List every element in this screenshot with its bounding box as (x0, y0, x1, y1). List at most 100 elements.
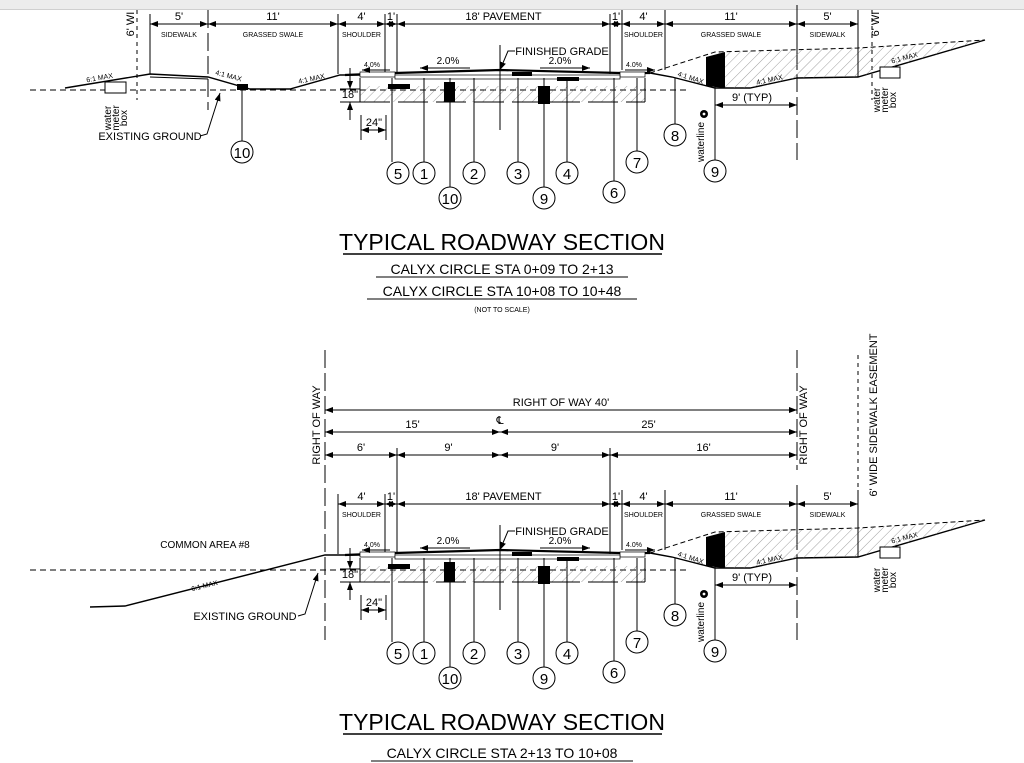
slope-label: 4:1 MAX (215, 70, 243, 84)
drain-block (388, 564, 410, 569)
water-meter-box-icon (104, 81, 127, 94)
callout-number: 8 (671, 128, 679, 145)
section-2: RIGHT OF WAY RIGHT OF WAY 6' WIDE SIDEWALK… (30, 333, 986, 762)
easement-label: 6' WIDE SIDEWALK EASEMENT (868, 333, 880, 496)
pavement-dimension: 18' PAVEMENT (465, 11, 542, 23)
typ-dimension: 9' (TYP) (732, 92, 772, 104)
swale-left-dimension: 11' (266, 11, 280, 23)
viewer-top-bar (0, 0, 1024, 10)
left-ground-profile (64, 73, 360, 90)
callout-circle (602, 180, 626, 204)
finished-grade-leader (499, 50, 515, 71)
meter-box-label: box (888, 572, 899, 588)
gap-right-dimension: 1' (612, 491, 620, 503)
width-dimension: 24" (366, 597, 382, 609)
row-label-right: RIGHT OF WAY (798, 385, 810, 465)
existing-ground-leader (199, 92, 221, 137)
callout-circle (703, 639, 727, 663)
shoulder-slope-left: 4.0% (364, 542, 380, 549)
typ-dimension: 9' (TYP) (732, 572, 772, 584)
shoulder-left-dimension: 4' (357, 11, 365, 23)
sidewalk-left-dimension: 5' (175, 11, 183, 23)
shoulder-left-dimension: 4' (357, 491, 365, 503)
pavement-dimension: 18' PAVEMENT (465, 491, 542, 503)
callout-circle (703, 159, 727, 183)
right-of-way-dimension: RIGHT OF WAY 40' (513, 397, 609, 409)
shoulder-slope-right: 4.0% (626, 542, 642, 549)
waterline-label: waterline (696, 602, 707, 643)
existing-ground-leader (297, 572, 319, 617)
callout-circle (663, 603, 687, 627)
waterline-label: waterline (696, 122, 707, 163)
shoulder-slope-right: 4.0% (626, 62, 642, 69)
swale-block (706, 52, 725, 88)
callout-number: 1 (420, 166, 428, 183)
depth-dimension: 18" (342, 89, 358, 101)
shoulder-left-label: SHOULDER (342, 32, 381, 39)
row-label-left: RIGHT OF WAY (311, 385, 323, 465)
callout-circle (532, 186, 556, 210)
callout-circle (506, 641, 530, 665)
layer-block (512, 72, 532, 76)
half-pavement-right-dimension: 9' (551, 442, 559, 454)
slope-label: 6:1 MAX (191, 580, 219, 593)
subgrade-hatch (360, 86, 645, 102)
callout-circle (386, 641, 410, 665)
existing-ground-label: EXISTING GROUND (98, 131, 201, 143)
callout-circle (625, 630, 649, 654)
callout-number: 4 (563, 166, 571, 183)
callout-number: 5 (394, 646, 402, 663)
half-pavement-left-dimension: 9' (444, 442, 452, 454)
callout-number: 5 (394, 166, 402, 183)
shoulder-right-dimension: 4' (639, 11, 647, 23)
waterline-icon-center (702, 592, 706, 596)
slope-label: 4:1 MAX (298, 73, 326, 85)
sidewalk-right-dimension: 5' (823, 11, 831, 23)
callout-number: 7 (633, 635, 641, 652)
slope-label: 6:1 MAX (86, 73, 114, 85)
depth-dimension: 18" (342, 569, 358, 581)
slope-label: 4:1 MAX (677, 71, 705, 86)
section-title: TYPICAL ROADWAY SECTION (339, 709, 665, 735)
offset-left-dimension: 6' (357, 442, 365, 454)
callout-number: 6 (610, 665, 618, 682)
shoulder-left-label: SHOULDER (342, 512, 381, 519)
shoulder-right-label: SHOULDER (624, 512, 663, 519)
callout-number: 2 (470, 166, 478, 183)
swale-block (237, 84, 248, 90)
callout-number: 2 (470, 646, 478, 663)
callout-circle (532, 666, 556, 690)
common-area-label: COMMON AREA #8 (160, 540, 250, 551)
sidewalk-left-label: SIDEWALK (161, 32, 197, 39)
sidewalk-right-label: SIDEWALK (810, 32, 846, 39)
shoulder-right-dimension: 4' (639, 491, 647, 503)
centerline-symbol: ℄ (495, 415, 503, 427)
meter-box-label: water (103, 105, 114, 131)
meter-box-label: meter (880, 87, 891, 113)
layer-block (557, 77, 579, 81)
swale-right-dimension: 11' (724, 491, 738, 503)
shoulder-stone-right (619, 71, 646, 78)
left-ground-profile (89, 554, 360, 608)
row-left-dimension: 15' (405, 419, 419, 431)
callout-circle (412, 161, 436, 185)
callout-circle (555, 161, 579, 185)
section-subtitle: CALYX CIRCLE STA 2+13 TO 10+08 (387, 745, 618, 761)
shoulder-slope-left: 4.0% (364, 62, 380, 69)
finished-grade-label: FINISHED GRADE (515, 46, 609, 58)
fill-hatch (715, 40, 985, 88)
gap-right-dimension: 1' (612, 11, 620, 23)
layer-block (512, 552, 532, 556)
callout-circle (438, 666, 462, 690)
callout-circle (412, 641, 436, 665)
finished-grade-leader (499, 530, 515, 551)
callout-number: 10 (442, 191, 459, 208)
callout-number: 9 (540, 191, 548, 208)
existing-ground-label: EXISTING GROUND (193, 611, 296, 623)
callout-number: 3 (514, 166, 522, 183)
section-subtitle: CALYX CIRCLE STA 10+08 TO 10+48 (383, 283, 622, 299)
callout-number: 9 (540, 671, 548, 688)
callout-number: 10 (442, 671, 459, 688)
